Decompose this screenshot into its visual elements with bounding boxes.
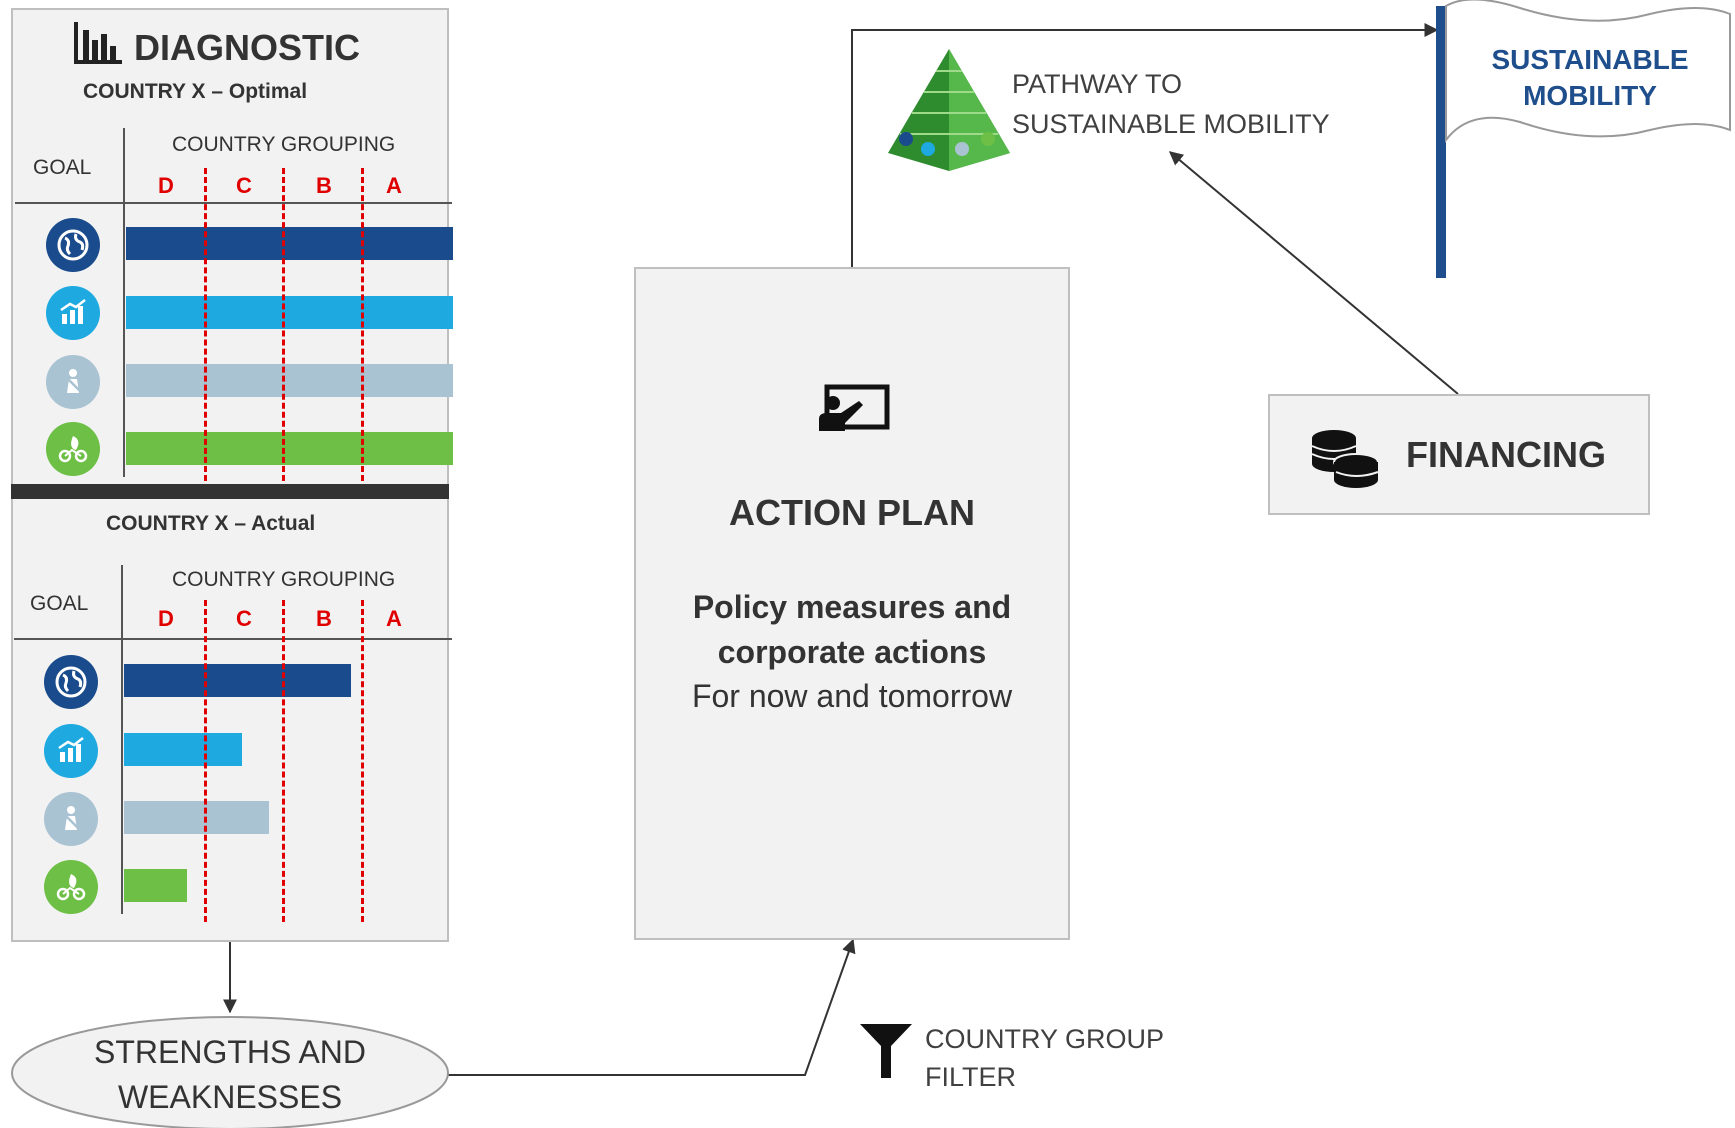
presentation-icon (815, 383, 891, 438)
seatbelt-person-icon (56, 365, 90, 399)
actual-bar-3 (124, 801, 269, 834)
actual-bar-2 (124, 733, 242, 766)
actual-bar-4 (124, 869, 187, 902)
optimal-divider-ba (361, 168, 364, 490)
optimal-grouping-label: COUNTRY GROUPING (172, 133, 396, 156)
optimal-subtitle: COUNTRY X – Optimal (83, 80, 308, 103)
optimal-divider-cb (282, 168, 285, 490)
optimal-goal-icon-3 (46, 355, 100, 409)
eco-bicycle-icon (56, 432, 90, 466)
strengths-line-2: WEAKNESSES (117, 1079, 343, 1115)
filter-line-1: COUNTRY GROUP (925, 1024, 1165, 1054)
optimal-goal-icon-2 (46, 286, 100, 340)
actual-bar-1 (124, 664, 351, 697)
action-plan-line-1: Policy measures and (692, 589, 1012, 625)
optimal-goal-icon-4 (46, 422, 100, 476)
actual-subtitle: COUNTRY X – Actual (106, 512, 316, 535)
sustainable-mobility-label: SUSTAINABLE MOBILITY (1450, 42, 1730, 114)
optimal-divider-dc (204, 168, 207, 490)
optimal-letter-b: B (316, 173, 332, 198)
eco-bicycle-icon (54, 870, 88, 904)
optimal-letter-d: D (158, 173, 174, 198)
flag-line-1: SUSTAINABLE (1491, 44, 1689, 75)
filter-line-2: FILTER (925, 1062, 1017, 1092)
optimal-bar-1 (126, 227, 453, 260)
strengths-line-1: STRENGTHS AND (93, 1034, 367, 1070)
optimal-bar-3 (126, 364, 453, 397)
pathway-line-2: SUSTAINABLE MOBILITY (1012, 109, 1330, 139)
actual-divider-ba (361, 600, 364, 922)
funnel-icon (858, 1022, 914, 1085)
optimal-goal-icon-1 (46, 218, 100, 272)
action-plan-title: ACTION PLAN (729, 492, 975, 533)
action-plan-line-2: corporate actions (717, 634, 987, 670)
optimal-bar-2 (126, 296, 453, 329)
actual-goal-icon-3 (44, 792, 98, 846)
coins-icon (1308, 428, 1382, 495)
diagnostic-panel (11, 8, 449, 942)
action-plan-box (634, 267, 1070, 940)
growth-chart-icon (56, 296, 90, 330)
actual-grouping-label: COUNTRY GROUPING (172, 568, 396, 591)
actual-goal-icon-1 (44, 655, 98, 709)
actual-letter-c: C (236, 606, 252, 631)
optimal-letter-a: A (386, 173, 402, 198)
pathway-line-1: PATHWAY TO (1012, 69, 1183, 99)
pyramid-icon (886, 47, 1012, 178)
financing-label: FINANCING (1406, 434, 1606, 475)
strengths-weaknesses-ellipse (11, 1016, 449, 1128)
actual-goal-axis (121, 565, 123, 914)
actual-goal-icon-4 (44, 860, 98, 914)
seatbelt-person-icon (54, 802, 88, 836)
actual-letter-a: A (386, 606, 402, 631)
actual-letter-b: B (316, 606, 332, 631)
optimal-bar-4 (126, 432, 453, 465)
optimal-letter-c: C (236, 173, 252, 198)
diagnostic-header: DIAGNOSTIC (72, 20, 360, 75)
globe-icon (56, 228, 90, 262)
actual-divider-dc (204, 600, 207, 922)
optimal-goal-axis (123, 128, 125, 477)
flag-line-2: MOBILITY (1523, 80, 1657, 111)
growth-chart-icon (54, 734, 88, 768)
actual-letter-d: D (158, 606, 174, 631)
globe-icon (54, 665, 88, 699)
actual-goal-icon-2 (44, 724, 98, 778)
actual-goal-label: GOAL (30, 592, 89, 615)
actual-divider-cb (282, 600, 285, 922)
pathway-label: PATHWAY TO SUSTAINABLE MOBILITY (1012, 64, 1330, 144)
bar-chart-icon (72, 20, 124, 75)
strengths-weaknesses-label: STRENGTHS AND WEAKNESSES (60, 1030, 400, 1120)
diagnostic-title: DIAGNOSTIC (134, 26, 361, 68)
actual-header-rule (14, 638, 452, 640)
optimal-header-rule (15, 202, 452, 204)
optimal-goal-label: GOAL (33, 156, 92, 179)
section-divider (11, 484, 449, 499)
action-plan-line-3: For now and tomorrow (691, 678, 1013, 714)
country-group-filter-label: COUNTRY GROUP FILTER (925, 1020, 1164, 1096)
flag-icon (1430, 0, 1735, 287)
